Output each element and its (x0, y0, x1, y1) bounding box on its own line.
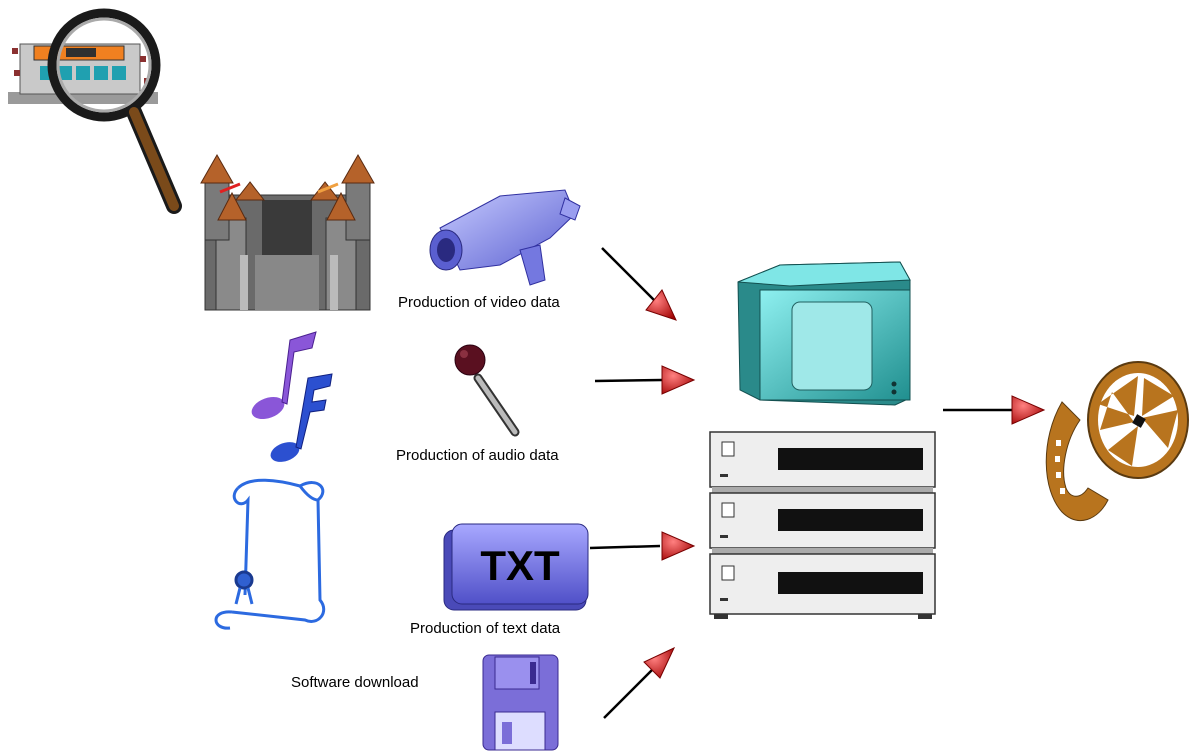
magnifier-store-icon (8, 8, 182, 214)
microphone-icon (454, 344, 520, 437)
label-text: Production of text data (410, 620, 561, 637)
txt-badge: TXT (480, 542, 560, 589)
floppy-disk-icon (482, 654, 559, 751)
vcr-stack-icon (709, 431, 936, 619)
castle-icon (200, 153, 375, 311)
label-software: Software download (291, 674, 419, 691)
arrow-output-to-reel (943, 395, 1046, 425)
txt-file-icon: TXT (443, 523, 589, 611)
scroll-certificate-icon (214, 478, 326, 630)
arrow-text-to-vcr (589, 531, 696, 561)
arrow-video-to-tv (601, 247, 677, 321)
label-video: Production of video data (398, 294, 560, 311)
music-notes-icon (251, 331, 333, 462)
arrow-software-to-vcr (603, 646, 676, 719)
label-audio: Production of audio data (396, 447, 559, 464)
film-reel-icon (1045, 361, 1189, 521)
tv-monitor-icon (737, 261, 911, 406)
video-camera-icon (429, 189, 581, 286)
arrow-audio-to-tv (594, 365, 696, 395)
